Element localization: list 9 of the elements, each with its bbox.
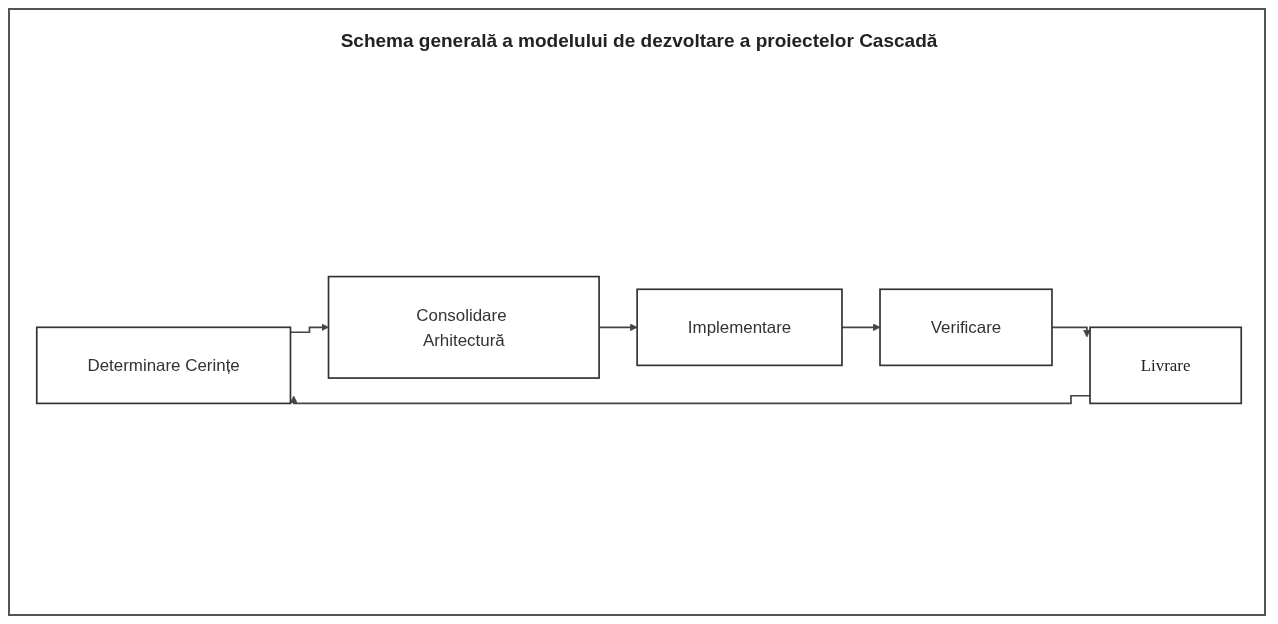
node-box: Consolidare Arhitectură xyxy=(327,275,600,379)
arrow xyxy=(841,323,881,332)
arrow xyxy=(290,394,1091,405)
node-box: Verificare xyxy=(879,288,1053,367)
node-box: Implementare xyxy=(636,288,843,367)
diagram-title: Schema generală a modelului de dezvoltare a proiectelor Cascadă xyxy=(339,30,939,52)
node-box: Livrare xyxy=(1089,326,1243,405)
node-box: Determinare Cerințe xyxy=(35,326,292,405)
arrow xyxy=(1051,326,1091,338)
